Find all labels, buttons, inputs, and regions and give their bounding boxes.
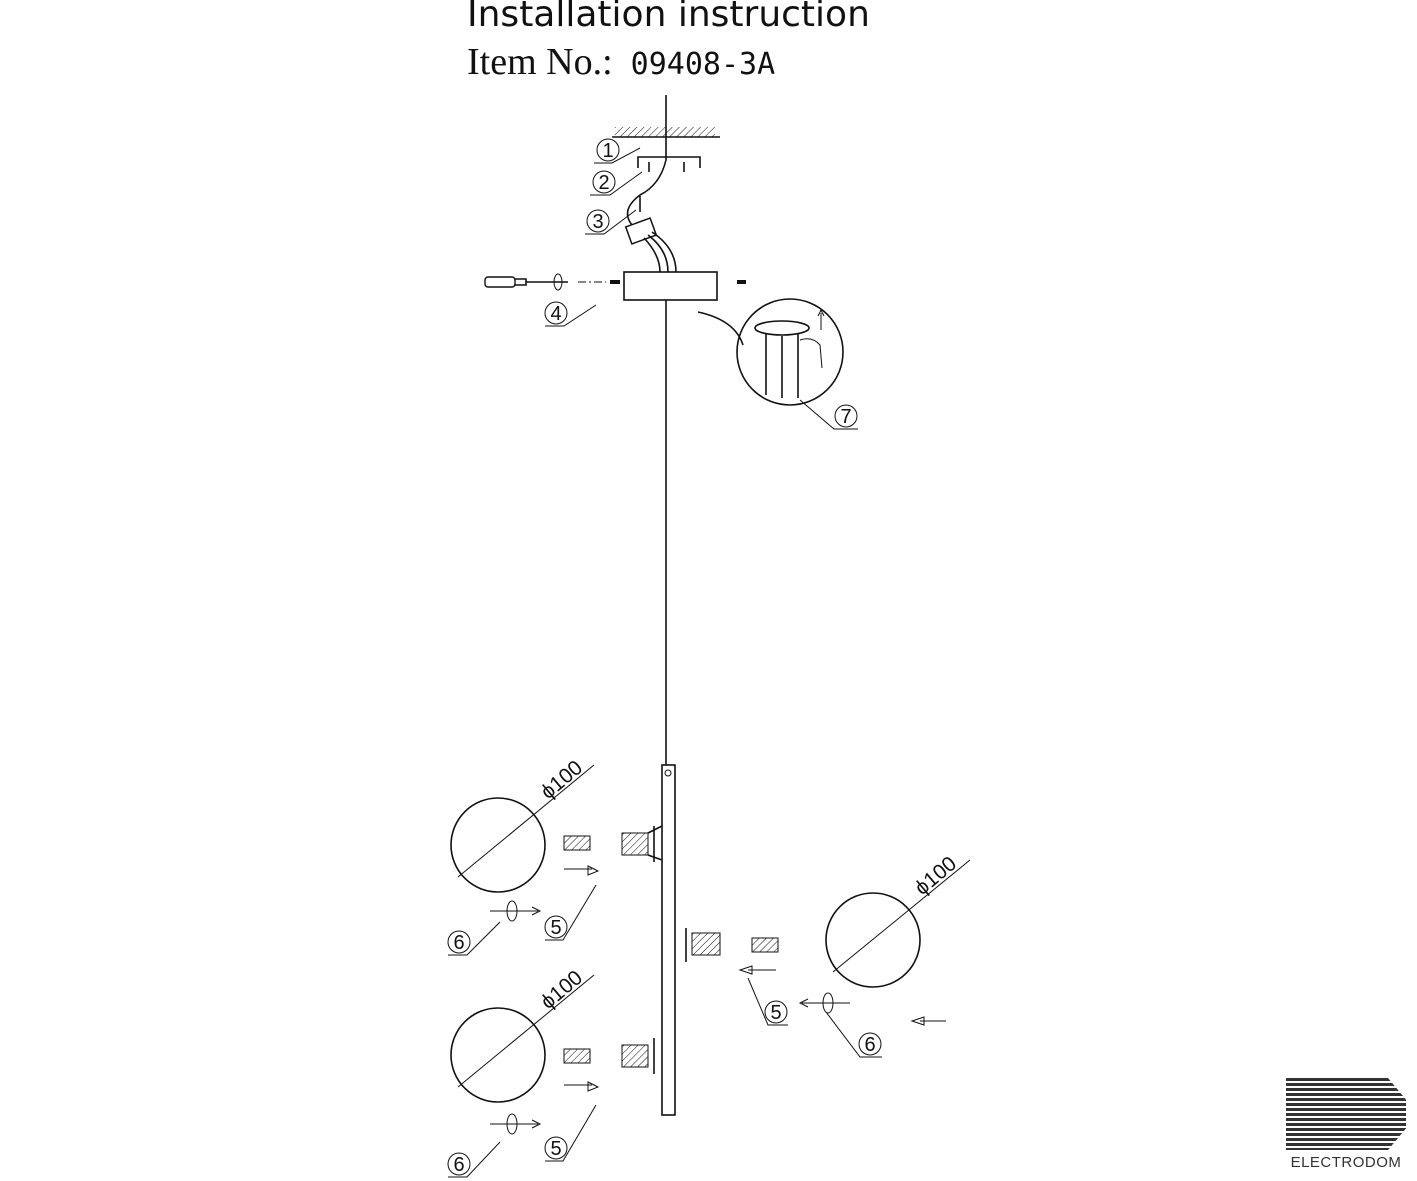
globe-lower-left: ϕ100	[450, 966, 595, 1103]
callout-number: 1	[602, 140, 613, 162]
callout-number: 6	[453, 932, 464, 954]
logo-name: ELECTRODOM	[1290, 1154, 1402, 1171]
callout-6: 6	[825, 1011, 882, 1058]
socket-lower-left	[621, 1038, 655, 1074]
electrodom-logo: ELECTRODOM	[1286, 1078, 1406, 1171]
callout-number: 5	[550, 917, 561, 939]
callout-6: 6	[447, 1141, 501, 1178]
callout-2: 2	[590, 170, 643, 196]
screw-left	[610, 280, 620, 284]
diameter-label: ϕ100	[536, 966, 587, 1014]
globe-upper-left: ϕ100	[450, 756, 595, 893]
callout-number: 4	[550, 303, 561, 325]
callout-number: 5	[770, 1002, 781, 1024]
callout-6: 6	[447, 921, 501, 956]
callout-number: 5	[550, 1138, 561, 1160]
item-number: 09408-3A	[630, 47, 776, 82]
mounting-bracket	[637, 156, 701, 172]
callout-4: 4	[544, 301, 597, 327]
callout-7: 7	[799, 399, 858, 430]
callout-number: 3	[592, 211, 603, 233]
supply-wire	[626, 95, 667, 226]
item-label: Item No.:	[467, 41, 613, 83]
terminal-block	[624, 196, 677, 273]
bulb-upper-left	[563, 835, 591, 851]
canopy	[623, 271, 718, 301]
callout-5: 5	[544, 1104, 597, 1162]
callout-number: 6	[453, 1154, 464, 1176]
bulb-lower-left	[563, 1048, 591, 1064]
socket-upper-left	[621, 825, 663, 862]
arrow-left-icon	[910, 1016, 946, 1026]
rotate-icon	[490, 900, 542, 922]
screwdriver-icon	[484, 273, 606, 291]
callout-5: 5	[747, 977, 788, 1026]
detail-magnifier	[697, 298, 844, 406]
callout-number: 2	[598, 172, 609, 194]
page-title: Installation instruction	[467, 0, 870, 35]
logo-mark	[1286, 1078, 1406, 1150]
arrow-right-icon	[564, 865, 600, 876]
rotate-icon	[798, 992, 850, 1014]
light-rod	[661, 764, 676, 1116]
callout-3: 3	[585, 209, 637, 235]
arrow-left-icon	[738, 965, 776, 975]
arrow-right-icon	[564, 1081, 600, 1092]
bulb-right	[751, 937, 779, 953]
callout-number: 6	[864, 1034, 875, 1056]
rotate-icon	[490, 1113, 542, 1135]
callout-5: 5	[544, 884, 597, 941]
globe-right: ϕ100	[825, 852, 971, 988]
callout-1: 1	[594, 138, 641, 164]
screw-right	[737, 280, 746, 284]
socket-right	[685, 928, 721, 962]
item-number-line: Item No.: 09408-3A	[467, 40, 775, 84]
diameter-label: ϕ100	[910, 852, 961, 900]
callout-number: 7	[840, 406, 851, 428]
diameter-label: ϕ100	[536, 756, 587, 804]
